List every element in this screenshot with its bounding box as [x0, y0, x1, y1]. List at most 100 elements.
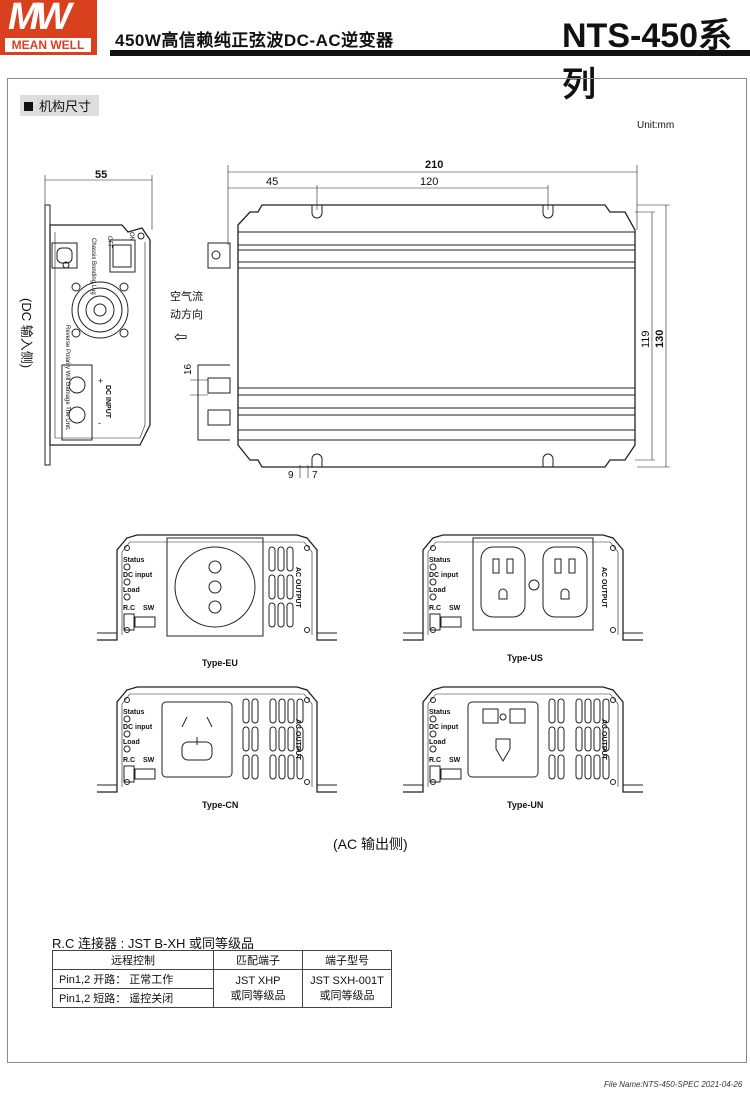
status-led: [429, 563, 437, 571]
table-row: Pin1,2 短路： 遥控关闭: [52, 988, 392, 1008]
model-equiv: 或同等级品: [319, 989, 375, 1002]
bullet-square-icon: [24, 102, 33, 111]
dim-16: 16: [183, 363, 194, 375]
header-terminal: 匹配端子: [213, 950, 303, 970]
table-row: Pin1,2 开路： 正常工作 JST XHP 或同等级品 JST SXH-001…: [52, 969, 392, 1008]
panel-type-label: Type-US: [507, 653, 543, 663]
unit-label: Unit:mm: [637, 120, 675, 131]
dc-side-view: 55 Chassis Bonding Lug OFF ON Reverse Po…: [19, 169, 153, 466]
load-led: [429, 593, 437, 601]
sw-label: SW: [449, 605, 461, 612]
status-label: Status: [429, 709, 451, 716]
section-heading: 机构尺寸: [20, 95, 100, 116]
mean-well-logo: MW MEAN WELL: [0, 0, 97, 55]
rc-connector: [123, 613, 135, 631]
file-name-footer: File Name:NTS-450-SPEC 2021-04-26: [604, 1080, 743, 1089]
dip-switch: [134, 768, 156, 780]
panel-type-label: Type-CN: [202, 800, 238, 810]
sw-label: SW: [143, 605, 155, 612]
status-label: Status: [429, 557, 451, 564]
dc-input-label: DC input: [429, 572, 459, 579]
terminal-name: JST XHP: [235, 974, 281, 987]
dip-switch: [134, 616, 156, 628]
load-label: Load: [123, 587, 140, 594]
panel-type-label: Type-UN: [507, 800, 543, 810]
load-led: [123, 593, 131, 601]
dc-input-label: DC INPUT: [104, 385, 111, 419]
dim-120: 120: [420, 176, 438, 188]
dc-input-led: [123, 730, 131, 738]
table-header-row: 远程控制 匹配端子 端子型号: [52, 950, 392, 970]
ac-output-label: AC OUTPUT: [600, 567, 607, 609]
dip-switch: [440, 768, 462, 780]
header-remote-control: 远程控制: [52, 950, 214, 970]
header-divider: [110, 50, 750, 56]
rc-label: R.C: [429, 757, 441, 764]
load-led: [429, 745, 437, 753]
load-label: Load: [429, 587, 446, 594]
minus-sign: -: [98, 418, 101, 428]
dc-input-label: DC input: [123, 724, 153, 731]
logo-text: MEAN WELL: [5, 38, 91, 52]
dc-input-label: DC input: [429, 724, 459, 731]
airflow-arrow-icon: ⇦: [174, 329, 187, 346]
dc-input-label: DC input: [123, 572, 153, 579]
on-label: ON: [128, 232, 134, 241]
header-model: 端子型号: [302, 950, 392, 970]
rc-connector: [429, 613, 441, 631]
dim-130: 130: [654, 330, 666, 348]
status-label: Status: [123, 557, 145, 564]
rc-connector-title: R.C 连接器 : JST B-XH 或同等级品: [52, 936, 254, 951]
chassis-label: Chassis Bonding Lug: [90, 238, 96, 295]
dim-119: 119: [640, 330, 652, 348]
rc-connector: [123, 765, 135, 783]
load-label: Load: [429, 739, 446, 746]
status-led: [123, 563, 131, 571]
plus-sign: +: [98, 376, 103, 386]
section-label: 机构尺寸: [39, 99, 92, 114]
terminal-equiv: 或同等级品: [230, 989, 286, 1002]
rc-label: R.C: [123, 605, 135, 612]
status-label: Status: [123, 709, 145, 716]
terminal-cell: JST XHP 或同等级品: [213, 969, 303, 1008]
row-open: Pin1,2 开路： 正常工作: [52, 969, 214, 989]
model-name: JST SXH-001T: [310, 974, 384, 987]
load-label: Load: [123, 739, 140, 746]
sw-label: SW: [449, 757, 461, 764]
panel-type-label: Type-EU: [202, 658, 238, 668]
row-short: Pin1,2 短路： 遥控关闭: [52, 988, 214, 1008]
ac-output-label: AC OUTPUT: [294, 567, 301, 609]
airflow-label-1: 空气流: [170, 289, 203, 303]
dc-input-led: [429, 730, 437, 738]
top-view: 210 45 120 16 9 7 119 130 空气流 动方向 ⇦: [170, 159, 670, 481]
polarity-warning: Reverse Polarity Will Damage The Unit.: [64, 325, 70, 431]
ac-side-label: (AC 输出侧): [333, 836, 408, 852]
dc-input-led: [429, 578, 437, 586]
rc-connector: [429, 765, 441, 783]
status-led: [429, 715, 437, 723]
off-label: OFF: [106, 236, 112, 248]
model-cell: JST SXH-001T 或同等级品: [302, 969, 392, 1008]
dc-input-led: [123, 578, 131, 586]
series-title: NTS-450系列: [562, 17, 733, 104]
content-frame: [7, 78, 747, 1063]
dim-55: 55: [95, 169, 107, 181]
rc-connector-table: 远程控制 匹配端子 端子型号 Pin1,2 开路： 正常工作 JST XHP 或同…: [52, 950, 392, 1008]
load-led: [123, 745, 131, 753]
dip-switch: [440, 616, 462, 628]
dc-side-label: (DC 输入侧): [19, 298, 34, 368]
sw-label: SW: [143, 757, 155, 764]
status-led: [123, 715, 131, 723]
airflow-label-2: 动方向: [170, 307, 203, 321]
dim-9: 9: [288, 470, 294, 481]
dim-7: 7: [312, 470, 318, 481]
rc-label: R.C: [429, 605, 441, 612]
document-title: 450W高信赖纯正弦波DC-AC逆变器: [115, 31, 394, 50]
rc-label: R.C: [123, 757, 135, 764]
dim-45: 45: [266, 176, 278, 188]
